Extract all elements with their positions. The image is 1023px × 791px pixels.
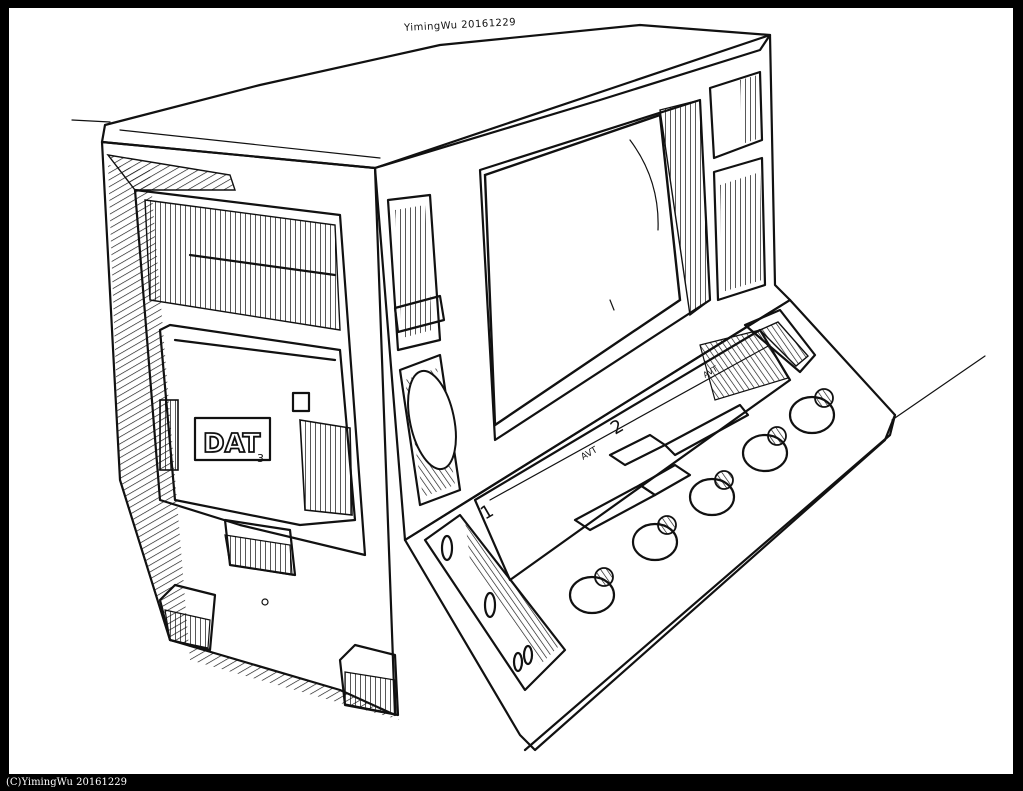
indicator-window <box>708 70 764 160</box>
bezel-shade <box>659 99 711 317</box>
cartridge-button <box>291 391 311 413</box>
knob-row <box>568 388 836 615</box>
construction-line <box>71 119 111 123</box>
oval-button <box>483 591 497 619</box>
brand-label: DAT <box>203 429 261 459</box>
keypad-row-1 <box>573 403 750 532</box>
vent-grille <box>720 172 762 292</box>
knob <box>788 388 836 435</box>
copyright-notice: (C)YimingWu 20161229 <box>6 777 127 788</box>
power-switch-shade <box>758 321 810 367</box>
top-side-shading <box>106 154 236 191</box>
keypad-cell <box>573 483 657 532</box>
knob <box>631 515 679 562</box>
knob <box>741 426 789 473</box>
vent-panel <box>712 156 767 302</box>
latch-shade <box>224 534 293 576</box>
keypad-cell <box>663 403 750 457</box>
left-button-panel <box>423 513 567 692</box>
bay-rail <box>188 253 337 277</box>
cartridge-left-grip <box>159 399 179 471</box>
knob <box>568 567 616 615</box>
left-foot-shade <box>164 609 211 649</box>
channel-2-label: 2 <box>607 415 627 439</box>
dat-cartridge <box>158 323 357 527</box>
side-screw <box>261 598 269 606</box>
channel-1-label: 1 <box>477 500 497 524</box>
screen-reflection-2 <box>609 299 615 311</box>
brand-plate <box>193 416 272 462</box>
sketch-paper: DAT 3 <box>9 8 1013 774</box>
screen-reflection <box>629 139 659 231</box>
console-sketch: DAT 3 <box>71 23 986 752</box>
keypad-cell <box>608 433 667 467</box>
rotary-dial <box>407 369 457 471</box>
oval-button <box>440 534 454 562</box>
deck-front-lip <box>523 413 897 752</box>
right-foot <box>338 643 400 717</box>
power-switch <box>743 308 817 374</box>
slider-knob <box>393 294 446 334</box>
top-edge-line <box>119 129 381 159</box>
channel-strip-line <box>489 344 771 501</box>
left-panel-shade <box>465 520 560 665</box>
floor-line <box>891 355 986 421</box>
knob <box>688 470 736 517</box>
cartridge-side-grip <box>299 419 353 516</box>
side-shading <box>108 165 400 720</box>
slider-track <box>386 193 442 352</box>
keypad-cell <box>638 463 692 497</box>
oval-button <box>522 644 534 666</box>
channel-strip <box>473 328 792 582</box>
cartridge-bay <box>133 188 367 557</box>
right-foot-shade <box>344 671 397 715</box>
cartridge-top-edge <box>173 338 337 362</box>
crt-screen <box>483 113 682 428</box>
front-panel <box>373 33 792 542</box>
avt-label-front: AVT <box>580 445 600 463</box>
indicator-shade <box>740 75 760 144</box>
slider-shade <box>395 205 432 338</box>
brand-number: 3 <box>257 452 264 465</box>
bay-interior <box>144 199 341 331</box>
dial-recess <box>398 353 462 507</box>
oval-button <box>512 651 524 673</box>
